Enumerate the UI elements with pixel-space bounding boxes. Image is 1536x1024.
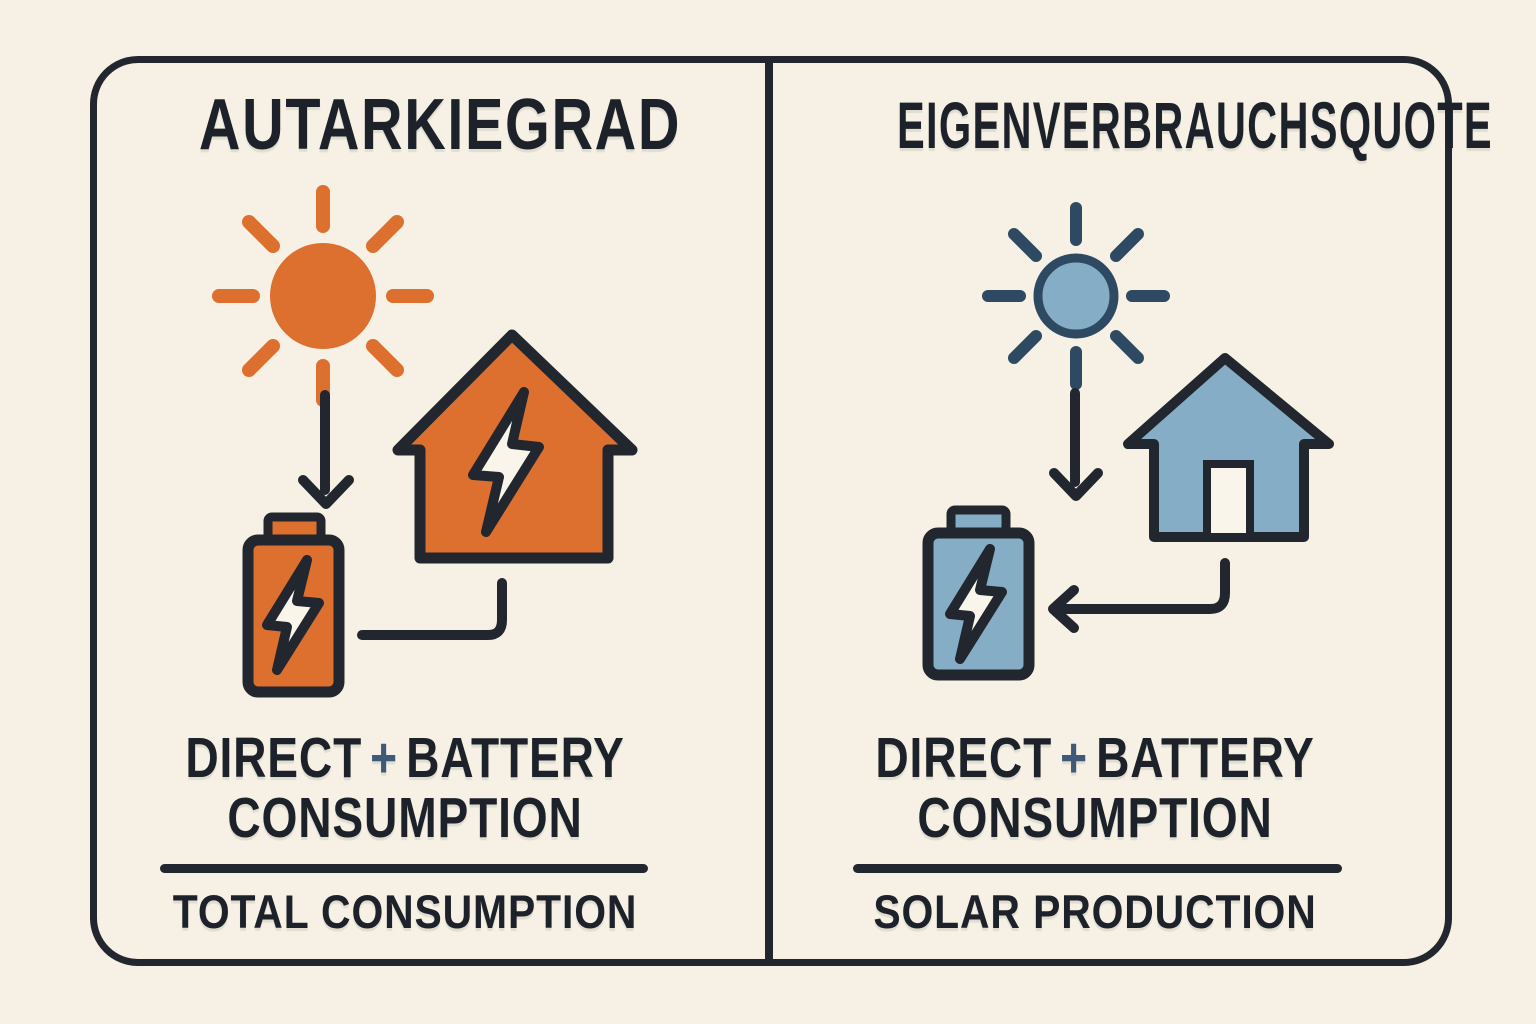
right-formula-numerator-line2: CONSUMPTION — [917, 786, 1273, 850]
left-illustration — [212, 185, 638, 698]
lightning-bolt-icon — [468, 387, 544, 537]
left-formula-numerator-line1: DIRECT+BATTERY — [162, 730, 648, 787]
battery-icon — [242, 512, 345, 698]
left-formula-denominator: TOTAL CONSUMPTION — [172, 885, 638, 938]
battery-icon — [922, 505, 1035, 681]
house-icon — [392, 329, 638, 564]
down-arrow-icon — [298, 390, 354, 509]
right-illustration — [922, 202, 1334, 681]
down-arrow-icon — [1049, 388, 1103, 501]
lightning-bolt-icon — [945, 544, 1007, 664]
right-formula-numerator-line1: DIRECT+BATTERY — [852, 730, 1338, 787]
right-formula-denominator: SOLAR PRODUCTION — [873, 885, 1317, 938]
left-panel-title: AUTARKIEGRAD — [198, 85, 682, 165]
left-formula-numerator-line2: CONSUMPTION — [227, 786, 583, 850]
house-icon — [1123, 353, 1334, 542]
right-panel-title: EIGENVERBRAUCHSQUOTE — [897, 88, 1493, 162]
door — [1203, 460, 1254, 541]
sun-icon — [212, 185, 434, 407]
right-fraction-bar — [853, 864, 1342, 873]
left-arrowhead — [1048, 585, 1079, 633]
house-to-battery-connector — [357, 578, 507, 640]
numerator-word2: BATTERY — [1096, 726, 1315, 790]
numerator-word2: BATTERY — [406, 726, 625, 790]
lightning-bolt-icon — [262, 555, 324, 675]
sun-rays — [982, 202, 1170, 390]
plus-operator: + — [1060, 726, 1088, 790]
house-to-battery-arrow-connector — [1048, 558, 1230, 633]
panel-divider — [765, 56, 773, 966]
plus-operator: + — [370, 726, 398, 790]
sun-icon — [982, 202, 1170, 390]
numerator-word1: DIRECT — [875, 726, 1053, 790]
left-fraction-bar — [160, 864, 648, 873]
numerator-word1: DIRECT — [185, 726, 363, 790]
